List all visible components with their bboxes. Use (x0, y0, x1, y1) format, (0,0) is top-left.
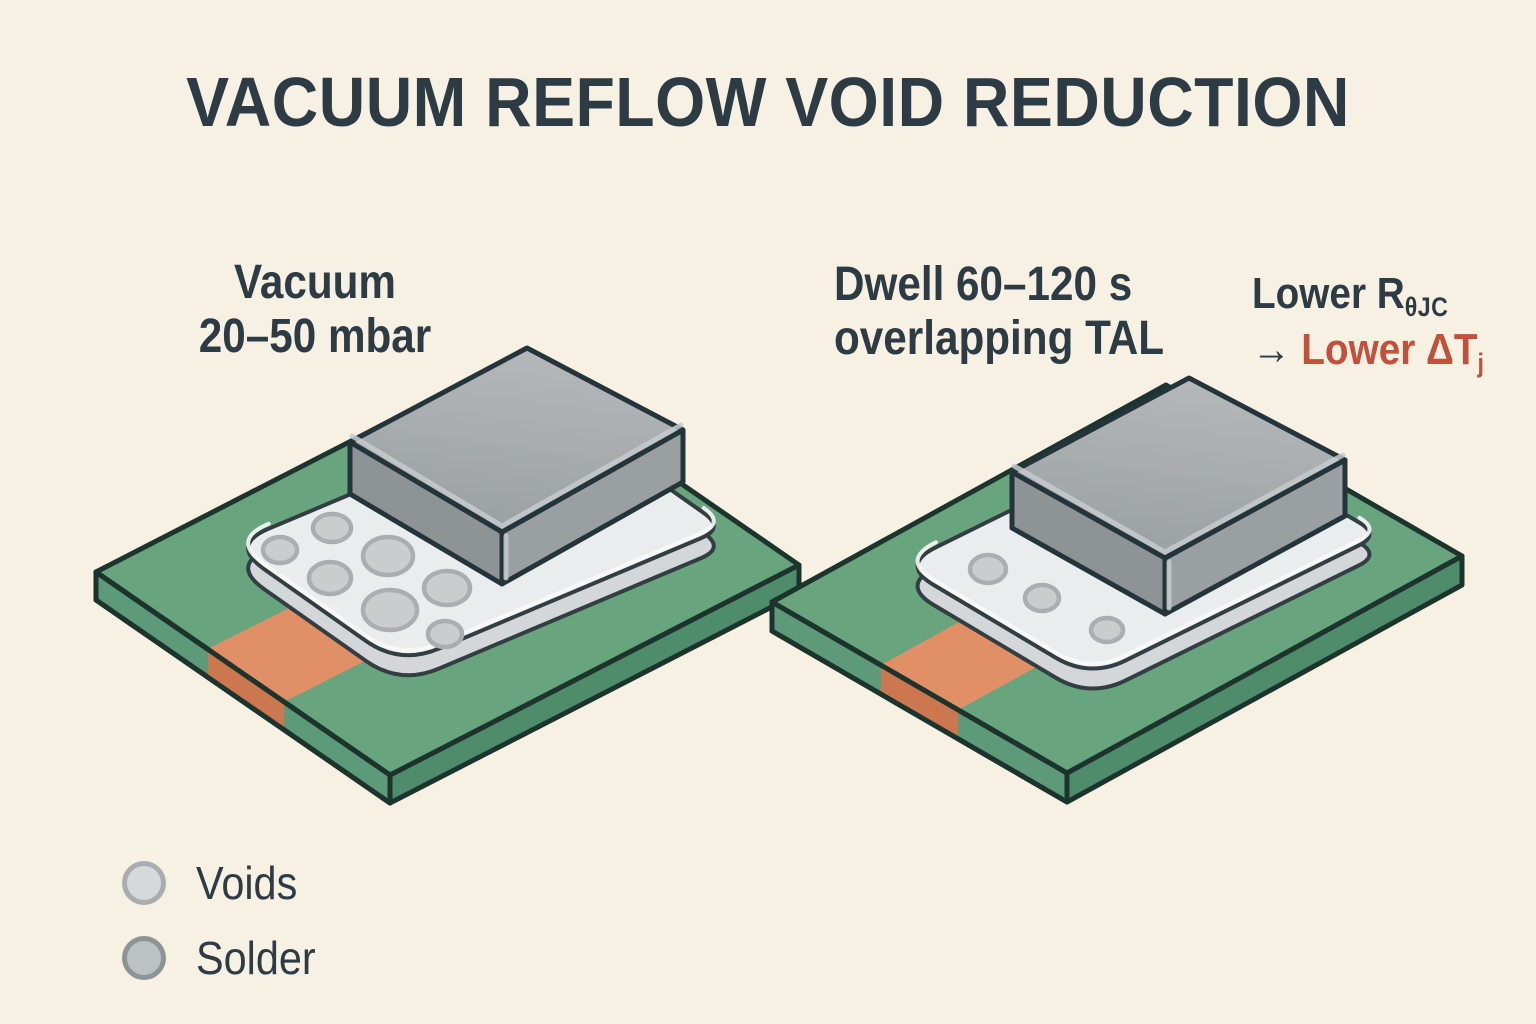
void-ellipse (425, 618, 465, 650)
left-voids-group (260, 511, 473, 650)
void-ellipse (306, 559, 354, 597)
left-panel-label-line2: 20–50 mbar (198, 309, 432, 363)
right-voids-group (967, 552, 1126, 645)
void-ellipse (1022, 582, 1062, 614)
void-ellipse (1088, 615, 1126, 645)
annotation-rtheta-subscript: θJC (1404, 291, 1449, 322)
void-ellipse (260, 534, 300, 566)
void-ellipse (967, 552, 1009, 586)
voids-legend-label: Voids (196, 857, 298, 909)
right-panel-label: Dwell 60–120 s overlapping TAL (834, 258, 1164, 366)
annotation-rtheta-text: Lower R (1252, 269, 1405, 318)
annotation-deltat-subscript: j (1477, 347, 1485, 378)
thermal-annotation: Lower RθJC →Lower ΔTj (1252, 268, 1484, 379)
void-ellipse (310, 511, 354, 545)
void-ellipse (360, 587, 420, 633)
voids-swatch-icon (122, 861, 166, 905)
right-panel-label-line2: overlapping TAL (834, 311, 1165, 365)
left-panel-label: Vacuum 20–50 mbar (143, 256, 486, 364)
left-component (347, 345, 686, 587)
annotation-deltat-text: Lower ΔTj (1301, 324, 1485, 378)
legend-row-voids: Voids (122, 856, 329, 910)
left-panel-label-line1: Vacuum (233, 256, 396, 309)
right-panel-label-line1: Dwell 60–120 s (834, 258, 1133, 311)
annotation-line2: →Lower ΔTj (1252, 324, 1484, 380)
page-title: VACUUM REFLOW VOID REDUCTION (186, 63, 1350, 141)
void-ellipse (360, 534, 416, 578)
solder-swatch-icon (122, 936, 166, 980)
right-arrow-glyph: → (1252, 324, 1291, 374)
solder-legend-label: Solder (196, 932, 316, 984)
void-ellipse (421, 568, 473, 608)
legend: Voids Solder (122, 856, 329, 985)
legend-row-solder: Solder (122, 931, 329, 985)
right-component (1009, 375, 1348, 617)
annotation-line1: Lower RθJC (1252, 268, 1484, 324)
